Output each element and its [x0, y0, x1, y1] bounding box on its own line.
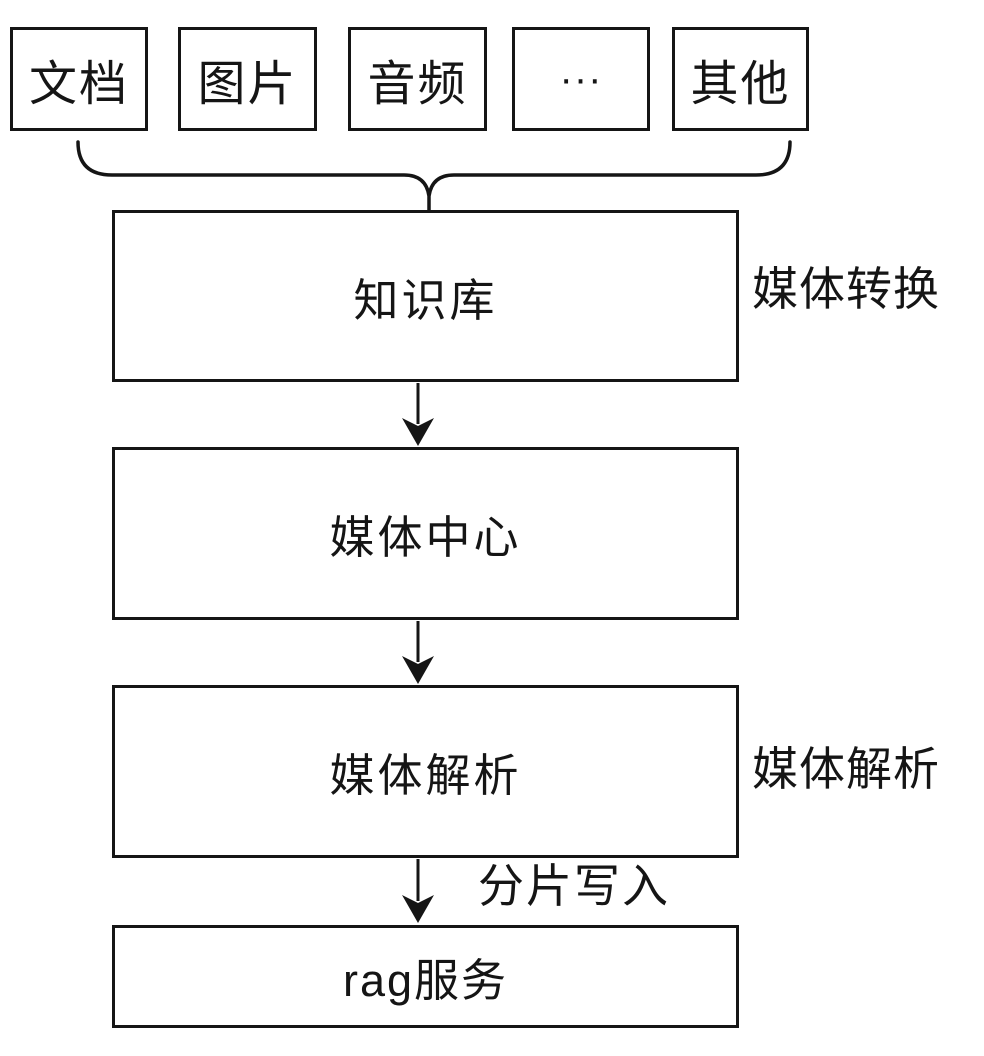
flow-box-rag-service: rag服务 — [112, 925, 739, 1028]
source-box-document-label: 文档 — [28, 58, 129, 111]
source-box-image-label: 图片 — [197, 58, 298, 111]
flow-box-media-center: 媒体中心 — [112, 447, 739, 620]
source-box-ellipsis: ··· — [512, 27, 650, 131]
source-box-audio-label: 音频 — [367, 58, 468, 111]
flow-box-media-center-label: 媒体中心 — [329, 512, 522, 563]
source-box-document: 文档 — [10, 27, 148, 131]
edge-label-shard-write: 分片写入 — [478, 860, 670, 912]
flow-box-media-parsing: 媒体解析 — [112, 685, 739, 858]
brace-connector — [76, 140, 792, 213]
flow-box-knowledge-base: 知识库 — [112, 210, 739, 382]
flow-box-knowledge-base-label: 知识库 — [353, 274, 498, 326]
arrow-down-2 — [402, 621, 434, 684]
arrow-down-3 — [402, 859, 434, 923]
source-box-ellipsis-label: ··· — [559, 56, 603, 101]
flow-box-rag-service-label: rag服务 — [342, 955, 509, 1006]
side-label-media-parsing: 媒体解析 — [752, 743, 940, 795]
side-label-media-conversion: 媒体转换 — [752, 263, 940, 315]
source-box-audio: 音频 — [348, 27, 487, 131]
arrow-down-1 — [402, 383, 434, 446]
source-box-image: 图片 — [178, 27, 317, 131]
source-box-other-label: 其他 — [690, 58, 791, 111]
source-box-other: 其他 — [672, 27, 809, 131]
flow-box-media-parsing-label: 媒体解析 — [329, 750, 522, 801]
